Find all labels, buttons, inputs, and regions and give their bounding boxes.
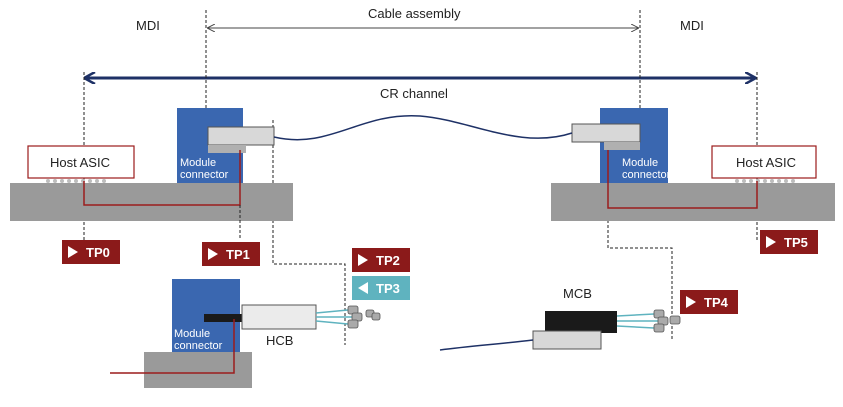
tp0-arrow-icon — [68, 246, 78, 258]
cr-channel-label: CR channel — [380, 86, 448, 101]
tp5-badge: TP5 — [760, 230, 818, 254]
hcb-connector-tab — [204, 314, 242, 322]
hcb-board — [144, 352, 252, 388]
tp3-label: TP3 — [376, 280, 400, 296]
mcb-fibers — [616, 313, 658, 329]
left-cable-plug — [207, 126, 275, 146]
mdi-left-label: MDI — [136, 18, 160, 33]
mcb-plug — [532, 330, 602, 350]
left-host-board — [10, 183, 293, 221]
cable — [273, 115, 573, 141]
tp4-badge: TP4 — [680, 290, 738, 314]
hcb-plug — [241, 304, 317, 330]
right-module-label-line1: Module — [622, 157, 659, 169]
mcb-fiber-plugs — [653, 309, 681, 333]
right-cable-plug — [571, 123, 641, 143]
tp2-label: TP2 — [376, 252, 400, 268]
left-trace — [83, 150, 241, 206]
right-module-connector-label: Module connector — [622, 157, 670, 181]
mcb-cable — [439, 339, 534, 351]
tp2-arrow-icon — [358, 254, 368, 266]
hcb-module-label-line1: Module — [174, 328, 211, 340]
tp2-badge: TP2 — [352, 248, 410, 272]
tp0-badge: TP0 — [62, 240, 120, 264]
hcb-module-label-line2: connector — [174, 340, 223, 352]
right-solder-balls — [735, 179, 795, 183]
left-plug-base — [208, 145, 246, 153]
tp5-label: TP5 — [784, 234, 808, 250]
tp3-arrow-icon — [358, 282, 368, 294]
left-solder-balls — [46, 179, 106, 183]
right-module-label-line2: connector — [622, 169, 671, 181]
tp1-badge: TP1 — [202, 242, 260, 266]
right-trace — [607, 150, 758, 209]
host-asic-right-label: Host ASIC — [736, 155, 796, 170]
hcb-fiber-plugs — [347, 305, 381, 329]
hcb-module-connector-label: Module connector — [174, 328, 222, 352]
hcb-trace — [110, 319, 235, 374]
hcb-fibers — [315, 309, 352, 325]
tp4-label: TP4 — [704, 294, 728, 310]
tp1-arrow-icon — [208, 248, 218, 260]
host-asic-left-label: Host ASIC — [50, 155, 110, 170]
mdi-right-label: MDI — [680, 18, 704, 33]
cable-assembly-label: Cable assembly — [368, 6, 461, 21]
tp3-badge: TP3 — [352, 276, 410, 300]
right-host-asic-box — [711, 145, 817, 179]
mcb-label: MCB — [563, 286, 592, 301]
left-host-asic-box — [27, 145, 135, 179]
left-module-connector-label: Module connector — [180, 157, 228, 181]
right-host-board — [551, 183, 835, 221]
right-plug-base — [604, 142, 640, 150]
mcb-body — [545, 311, 617, 333]
hcb-label: HCB — [266, 333, 294, 348]
tp1-label: TP1 — [226, 246, 250, 262]
tp4-arrow-icon — [686, 296, 696, 308]
left-module-label-line2: connector — [180, 169, 229, 181]
tp0-label: TP0 — [86, 244, 110, 260]
tp5-arrow-icon — [766, 236, 776, 248]
left-module-label-line1: Module — [180, 157, 217, 169]
